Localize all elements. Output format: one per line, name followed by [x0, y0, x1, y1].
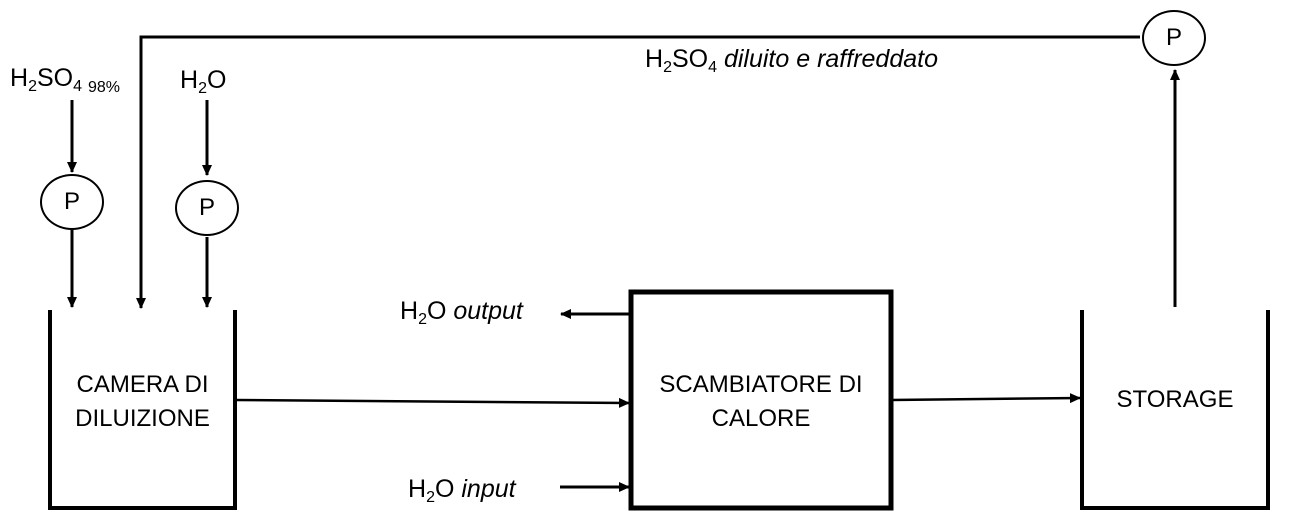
water-formula-o: O — [206, 66, 227, 94]
recycle-line — [136, 35, 1140, 309]
water-input-formula-o: O — [434, 475, 455, 503]
acid-concentration: 98% — [88, 79, 121, 96]
recycle-pump: P — [1142, 10, 1206, 66]
acid-formula-so: SO — [36, 64, 74, 92]
heat-exchanger-line1: SCAMBIATORE DI — [659, 371, 863, 398]
heat-exchanger-line2: CALORE — [711, 405, 811, 432]
water-pump-label: P — [198, 194, 215, 221]
dilution-chamber-tank — [48, 310, 237, 510]
recycle-formula-h: H — [645, 45, 664, 73]
water-input-suffix: input — [461, 475, 516, 503]
dilution-chamber-line1: CAMERA DI — [76, 371, 209, 398]
recycle-stream-label: H2SO4 diluito e raffreddato — [645, 44, 938, 76]
water-output-suffix: output — [453, 297, 523, 325]
dilution-chamber-line2: DILUIZIONE — [75, 405, 210, 432]
storage-label: STORAGE — [1084, 383, 1266, 417]
dilution-chamber-label: CAMERA DI DILUIZIONE — [52, 368, 233, 436]
recycle-formula-sub2: 4 — [708, 59, 717, 76]
storage-line1: STORAGE — [1116, 386, 1234, 413]
storage-tank — [1080, 310, 1270, 510]
acid-formula-h: H — [10, 64, 29, 92]
recycle-description: diluito e raffreddato — [723, 45, 938, 73]
acid-formula-sub2: 4 — [73, 78, 82, 95]
chamber-to-exchanger-arrow — [234, 397, 630, 408]
acid-input-label: H2SO4 98% — [10, 63, 120, 103]
water-input-formula-sub1: 2 — [426, 489, 435, 506]
water-output-formula-h: H — [400, 297, 419, 325]
water-output-formula-sub1: 2 — [418, 311, 427, 328]
water-input-formula-h: H — [408, 475, 427, 503]
water-input-label: H2O — [180, 65, 227, 97]
acid-pump-label: P — [63, 188, 80, 215]
water-formula-h: H — [180, 66, 199, 94]
recycle-pump-label: P — [1165, 24, 1182, 51]
water-input-stream-label: H2O input — [408, 474, 516, 506]
water-output-formula-o: O — [426, 297, 447, 325]
water-formula-sub1: 2 — [198, 80, 207, 97]
recycle-formula-sub1: 2 — [663, 59, 672, 76]
acid-formula-sub1: 2 — [28, 78, 37, 95]
recycle-formula-so: SO — [671, 45, 709, 73]
heat-exchanger-label: SCAMBIATORE DI CALORE — [636, 368, 886, 436]
acid-pump: P — [40, 174, 104, 230]
water-output-label: H2O output — [400, 296, 523, 328]
exchanger-to-storage-arrow — [890, 393, 1081, 404]
water-pump: P — [175, 180, 239, 236]
